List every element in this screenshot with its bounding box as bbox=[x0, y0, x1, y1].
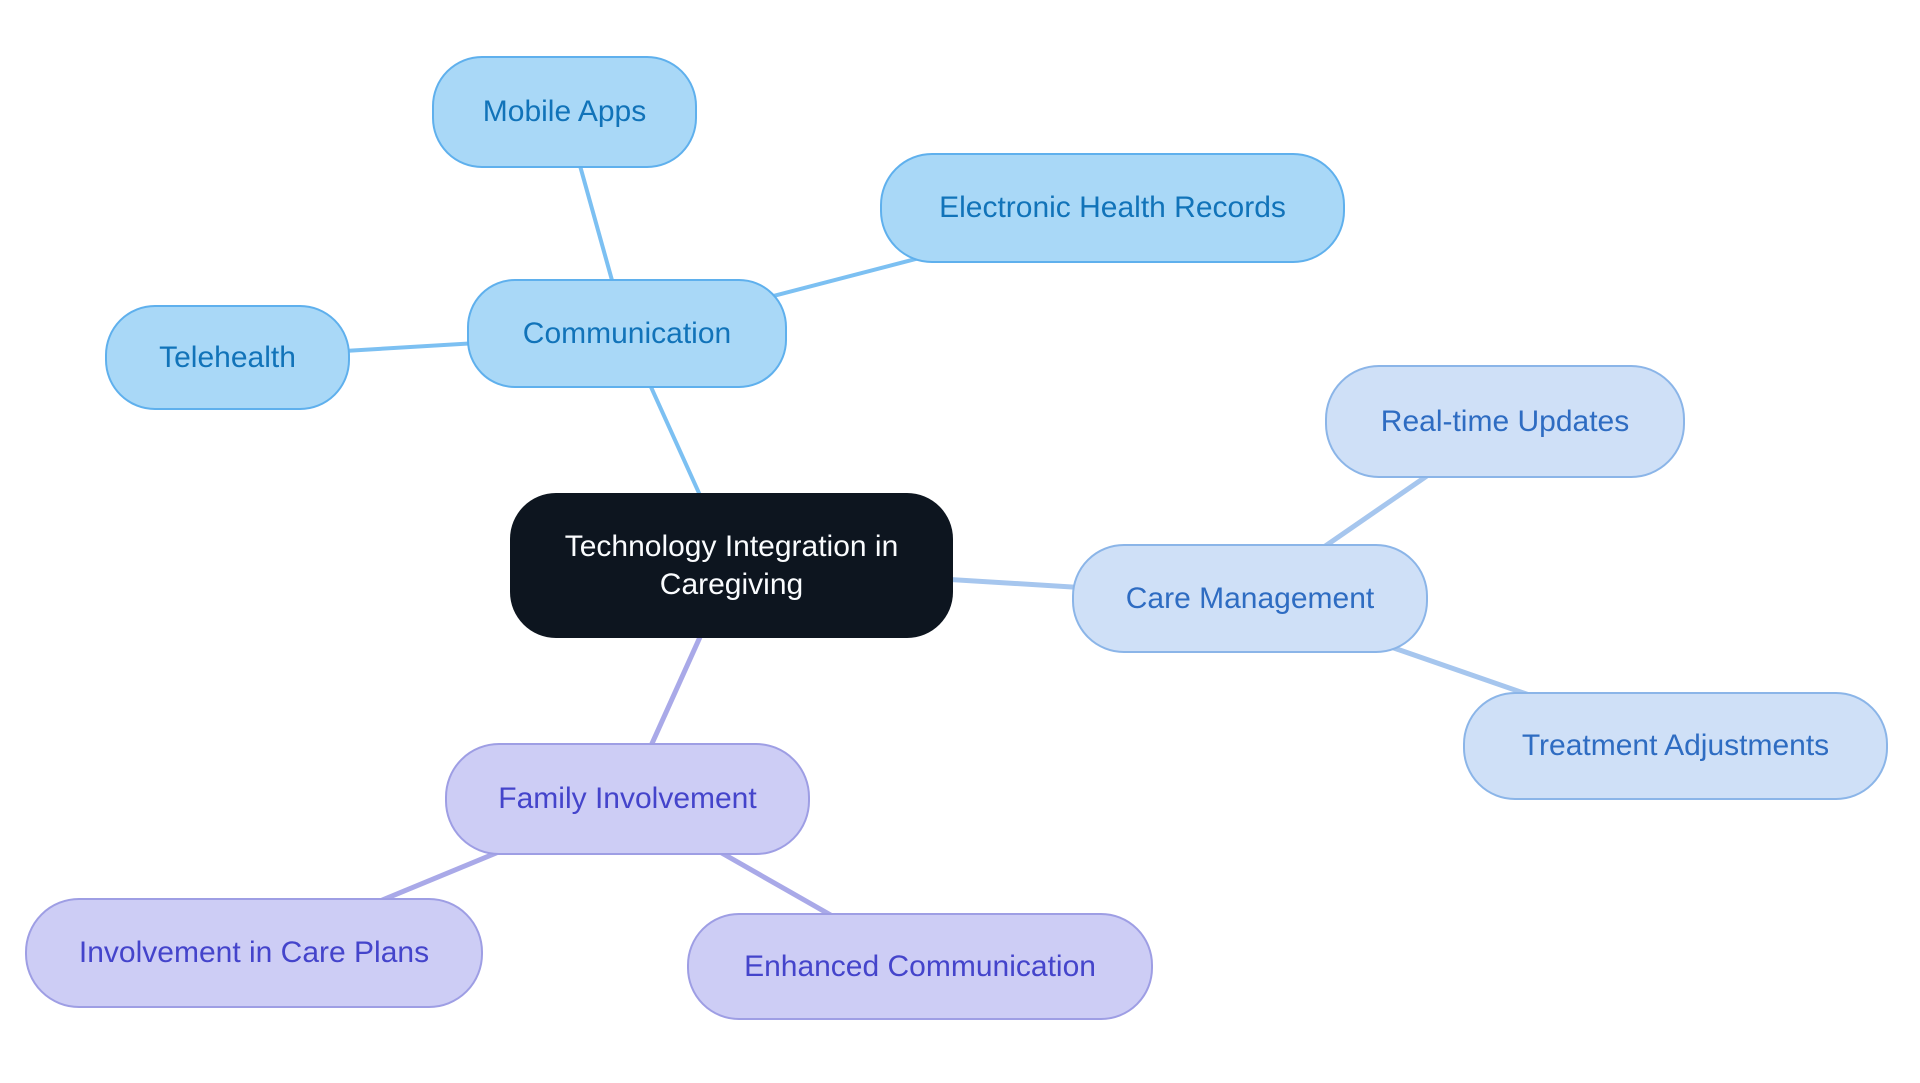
node-enhanced-communication[interactable]: Enhanced Communication bbox=[687, 913, 1153, 1020]
node-label: Real-time Updates bbox=[1380, 404, 1630, 438]
node-label: Electronic Health Records bbox=[939, 191, 1286, 225]
node-mobile-apps[interactable]: Mobile Apps bbox=[432, 56, 697, 168]
node-label: Family Involvement bbox=[498, 782, 757, 816]
node-telehealth[interactable]: Telehealth bbox=[105, 305, 350, 410]
node-label: Enhanced Communication bbox=[744, 949, 1096, 983]
node-label: Communication bbox=[522, 316, 732, 350]
node-label: Telehealth bbox=[159, 340, 296, 374]
node-label: Care Management bbox=[1125, 581, 1375, 615]
node-care-management[interactable]: Care Management bbox=[1072, 544, 1428, 653]
node-central-technology-integration[interactable]: Technology Integration in Caregiving bbox=[510, 493, 953, 638]
node-family-involvement[interactable]: Family Involvement bbox=[445, 743, 810, 855]
node-communication[interactable]: Communication bbox=[467, 279, 787, 388]
node-label: Technology Integration in Caregiving bbox=[564, 530, 899, 601]
node-electronic-health-records[interactable]: Electronic Health Records bbox=[880, 153, 1345, 263]
node-real-time-updates[interactable]: Real-time Updates bbox=[1325, 365, 1685, 478]
node-label: Mobile Apps bbox=[482, 95, 647, 129]
node-treatment-adjustments[interactable]: Treatment Adjustments bbox=[1463, 692, 1888, 800]
node-label: Treatment Adjustments bbox=[1521, 729, 1830, 763]
node-involvement-in-care-plans[interactable]: Involvement in Care Plans bbox=[25, 898, 483, 1008]
node-label: Involvement in Care Plans bbox=[78, 936, 430, 970]
